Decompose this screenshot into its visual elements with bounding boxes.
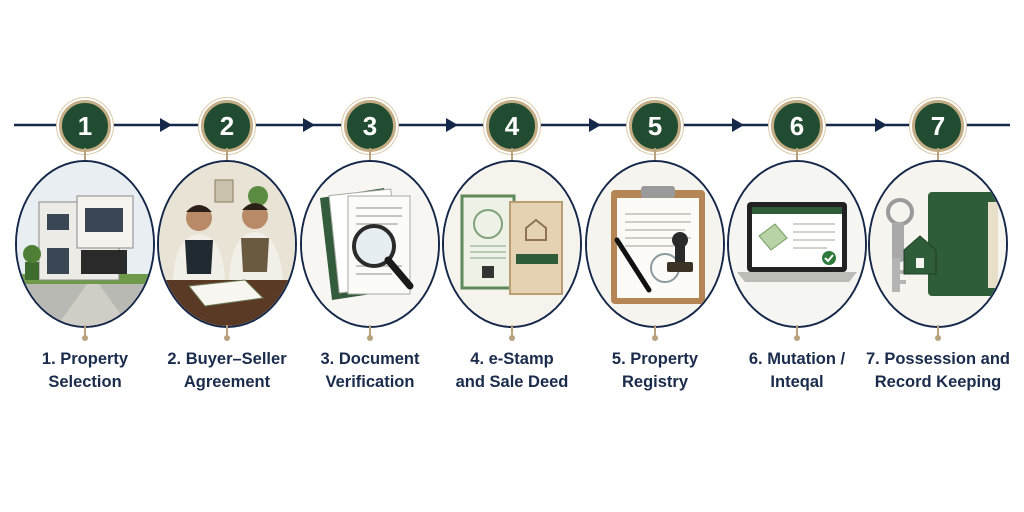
step-3: 3 3. Document Ver xyxy=(298,100,442,410)
step-1: 1 1. Property Selection xyxy=(13,100,157,410)
step-label: 5. Property Registry xyxy=(611,350,699,391)
laptop-icon xyxy=(727,160,867,328)
arrow-icon xyxy=(303,118,315,132)
house-icon xyxy=(15,160,155,328)
step-number-badge: 1 xyxy=(59,100,111,152)
step-4: 4 4. e-Stamp and Sale Deed xyxy=(440,100,584,410)
arrow-icon xyxy=(732,118,744,132)
step-number-badge: 2 xyxy=(201,100,253,152)
step-label: 4. e-Stamp and Sale Deed xyxy=(455,350,569,391)
stamp-paper-icon xyxy=(442,160,582,328)
step-label: 6. Mutation / Inteqal xyxy=(748,350,846,391)
step-7: 7 7. Possession and Record Keeping xyxy=(866,100,1010,410)
step-label: 2. Buyer–Seller Agreement xyxy=(167,350,287,391)
magnifier-icon xyxy=(300,160,440,328)
step-5: 5 xyxy=(583,100,727,410)
rubber-stamp-icon xyxy=(585,160,725,328)
step-label: 3. Document Verification xyxy=(320,350,420,391)
step-number-badge: 3 xyxy=(344,100,396,152)
step-label: 7. Possession and Record Keeping xyxy=(866,350,1010,391)
step-label: 1. Property Selection xyxy=(41,350,129,391)
step-6: 6 6. Mutation / xyxy=(725,100,869,410)
arrow-icon xyxy=(160,118,172,132)
keys-icon xyxy=(868,160,1008,328)
arrow-icon xyxy=(446,118,458,132)
step-number-badge: 7 xyxy=(912,100,964,152)
step-number-badge: 6 xyxy=(771,100,823,152)
step-number-badge: 5 xyxy=(629,100,681,152)
meeting-icon xyxy=(157,160,297,328)
step-2: 2 2. Buyer–Seller xyxy=(155,100,299,410)
arrow-icon xyxy=(589,118,601,132)
arrow-icon xyxy=(875,118,887,132)
step-number-badge: 4 xyxy=(486,100,538,152)
